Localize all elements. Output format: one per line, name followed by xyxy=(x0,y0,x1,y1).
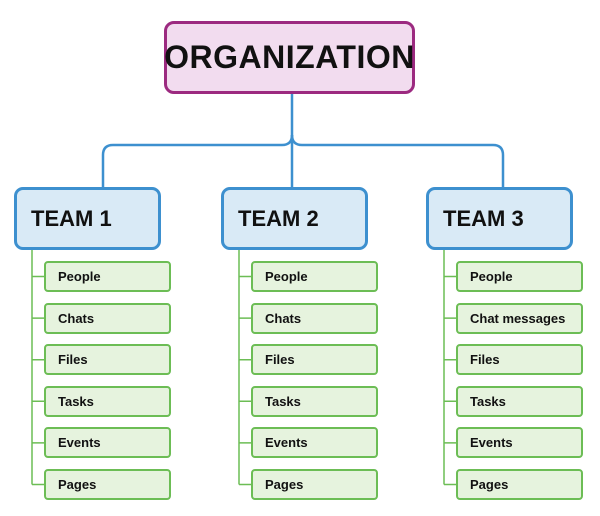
item-label: Tasks xyxy=(470,394,506,409)
item-label: Chats xyxy=(58,311,95,326)
team-3-item-tasks: Tasks xyxy=(456,386,583,417)
item-label: Pages xyxy=(58,477,97,492)
item-label: Events xyxy=(470,435,513,450)
team-node-2: TEAM 2 xyxy=(221,187,368,250)
item-label: Pages xyxy=(470,477,509,492)
item-label: Pages xyxy=(265,477,304,492)
team-2-item-files: Files xyxy=(251,344,378,375)
team-label: TEAM 1 xyxy=(31,205,112,231)
item-label: Files xyxy=(265,352,295,367)
item-label: Files xyxy=(58,352,88,367)
team-1-item-people: People xyxy=(44,261,171,292)
team-2-item-pages: Pages xyxy=(251,469,378,500)
team-1-item-tasks: Tasks xyxy=(44,386,171,417)
item-label: People xyxy=(58,269,101,284)
team-1-item-events: Events xyxy=(44,427,171,458)
team-label: TEAM 3 xyxy=(443,205,524,231)
team-node-1: TEAM 1 xyxy=(14,187,161,250)
team-1-item-chats: Chats xyxy=(44,303,171,334)
team-2-item-people: People xyxy=(251,261,378,292)
item-label: Chats xyxy=(265,311,302,326)
item-label: People xyxy=(265,269,308,284)
organization-label: ORGANIZATION xyxy=(164,39,415,75)
team-3-item-events: Events xyxy=(456,427,583,458)
team-1-item-files: Files xyxy=(44,344,171,375)
connector-org-team-3 xyxy=(290,134,505,187)
team-2-item-chats: Chats xyxy=(251,303,378,334)
connector-team-1-items xyxy=(31,250,44,486)
item-label: Tasks xyxy=(265,394,301,409)
team-3-item-people: People xyxy=(456,261,583,292)
item-label: People xyxy=(470,269,513,284)
item-label: Events xyxy=(58,435,101,450)
item-label: Chat messages xyxy=(470,311,566,326)
team-3-item-chat-messages: Chat messages xyxy=(456,303,583,334)
item-label: Events xyxy=(265,435,308,450)
connector-org-team-1 xyxy=(101,94,294,187)
team-2-item-events: Events xyxy=(251,427,378,458)
team-3-item-files: Files xyxy=(456,344,583,375)
team-node-3: TEAM 3 xyxy=(426,187,573,250)
team-3-item-pages: Pages xyxy=(456,469,583,500)
connector-team-3-items xyxy=(443,250,456,486)
team-1-item-pages: Pages xyxy=(44,469,171,500)
organization-node: ORGANIZATION xyxy=(164,21,415,94)
item-label: Tasks xyxy=(58,394,94,409)
connector-team-2-items xyxy=(238,250,251,486)
team-2-item-tasks: Tasks xyxy=(251,386,378,417)
team-label: TEAM 2 xyxy=(238,205,319,231)
item-label: Files xyxy=(470,352,500,367)
